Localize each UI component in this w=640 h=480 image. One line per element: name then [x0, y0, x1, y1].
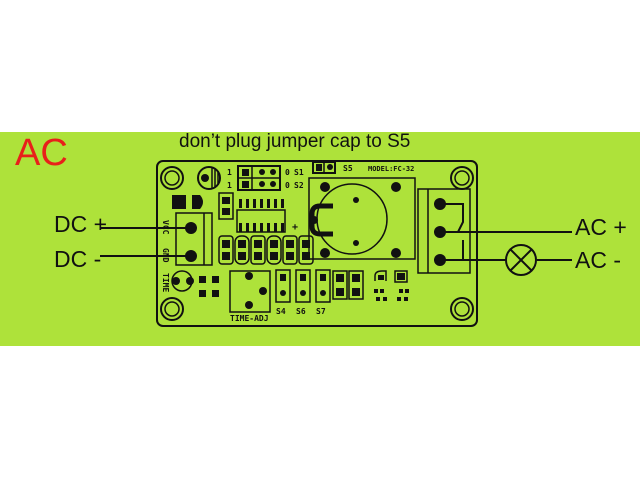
mounting-hole-icon — [160, 166, 474, 321]
vcc-label: VCC — [161, 220, 170, 235]
s7-label: S7 — [316, 307, 326, 316]
pin0-s2-label: 0 — [285, 181, 290, 190]
s6-label: S6 — [296, 307, 306, 316]
polarity-plus-label: + — [292, 222, 298, 233]
pin1-s1-label: 1 — [227, 168, 232, 177]
gnd-label: GND — [161, 248, 170, 263]
pin1-s2-label: 1 — [227, 181, 232, 190]
time-adj-label: TIME-ADJ — [230, 314, 269, 323]
relay-outline — [308, 177, 416, 260]
s1-label: S1 — [294, 168, 304, 177]
dc-minus-label: DC - — [54, 246, 102, 272]
wire-relay-switch — [440, 203, 464, 233]
s4-label: S4 — [276, 307, 286, 316]
ac-plus-label: AC + — [575, 214, 627, 240]
pin0-s1-label: 0 — [285, 168, 290, 177]
ac-minus-label: AC - — [575, 247, 621, 273]
capacitor-icon — [197, 166, 221, 190]
model-label: MODEL:FC-32 — [368, 165, 414, 173]
time-label: TIME — [161, 273, 170, 292]
relay-coil-outline — [316, 183, 388, 255]
s2-label: S2 — [294, 181, 304, 190]
dc-plus-label: DC + — [54, 211, 108, 237]
potentiometer-outline — [229, 270, 271, 313]
warning-caption: don’t plug jumper cap to S5 — [179, 131, 411, 152]
lamp-icon — [505, 244, 537, 276]
s5-label: S5 — [343, 164, 353, 173]
dc-terminal-block — [175, 212, 213, 266]
diagram-title: AC — [15, 132, 68, 174]
